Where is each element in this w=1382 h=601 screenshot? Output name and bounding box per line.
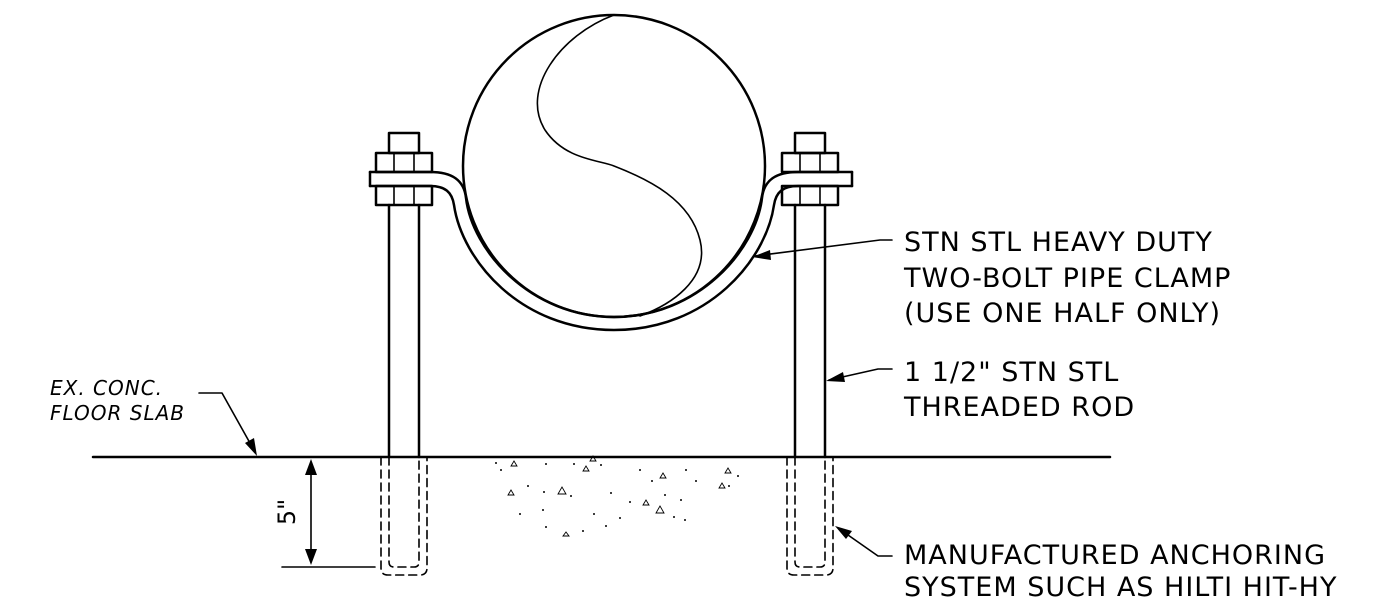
clamp-label-line2: TWO-BOLT PIPE CLAMP — [903, 263, 1231, 294]
slab-leader — [198, 392, 257, 456]
left-threaded-rod-assembly — [374, 131, 434, 459]
right-rod-top — [793, 131, 827, 155]
right-threaded-rod-assembly — [780, 131, 840, 459]
pipe-clamp-inner — [368, 170, 854, 319]
anchor-label-line1: MANUFACTURED ANCHORING — [904, 540, 1326, 571]
rod-leader — [826, 368, 893, 382]
concrete-hatch — [495, 455, 739, 537]
pipe — [461, 13, 767, 319]
left-upper-nut — [374, 151, 434, 174]
right-lower-nut — [780, 184, 840, 207]
left-embedded-anchor — [380, 456, 428, 576]
clamp-leader — [752, 239, 893, 260]
pipe-clamp — [368, 170, 854, 332]
left-rod-top — [387, 131, 421, 155]
slab-label-line2: FLOOR SLAB — [50, 401, 185, 425]
right-upper-nut — [780, 151, 840, 174]
embed-depth-label: 5" — [273, 499, 301, 525]
rod-label-line1: 1 1/2" STN STL — [904, 357, 1119, 388]
rod-label-line2: THREADED ROD — [903, 392, 1135, 423]
slab-label-line1: EX. CONC. — [50, 376, 163, 400]
anchor-leader — [835, 526, 893, 557]
embed-depth-dimension: 5" — [273, 456, 376, 568]
left-lower-nut — [374, 184, 434, 207]
clamp-label-line1: STN STL HEAVY DUTY — [904, 227, 1213, 258]
clamp-label-line3: (USE ONE HALF ONLY) — [904, 298, 1221, 329]
pipe-break-symbol — [536, 14, 703, 317]
anchor-label-line2: SYSTEM SUCH AS HILTI HIT-HY — [904, 572, 1337, 601]
right-embedded-anchor — [786, 456, 834, 576]
pipe-clamp-outer — [368, 184, 854, 332]
